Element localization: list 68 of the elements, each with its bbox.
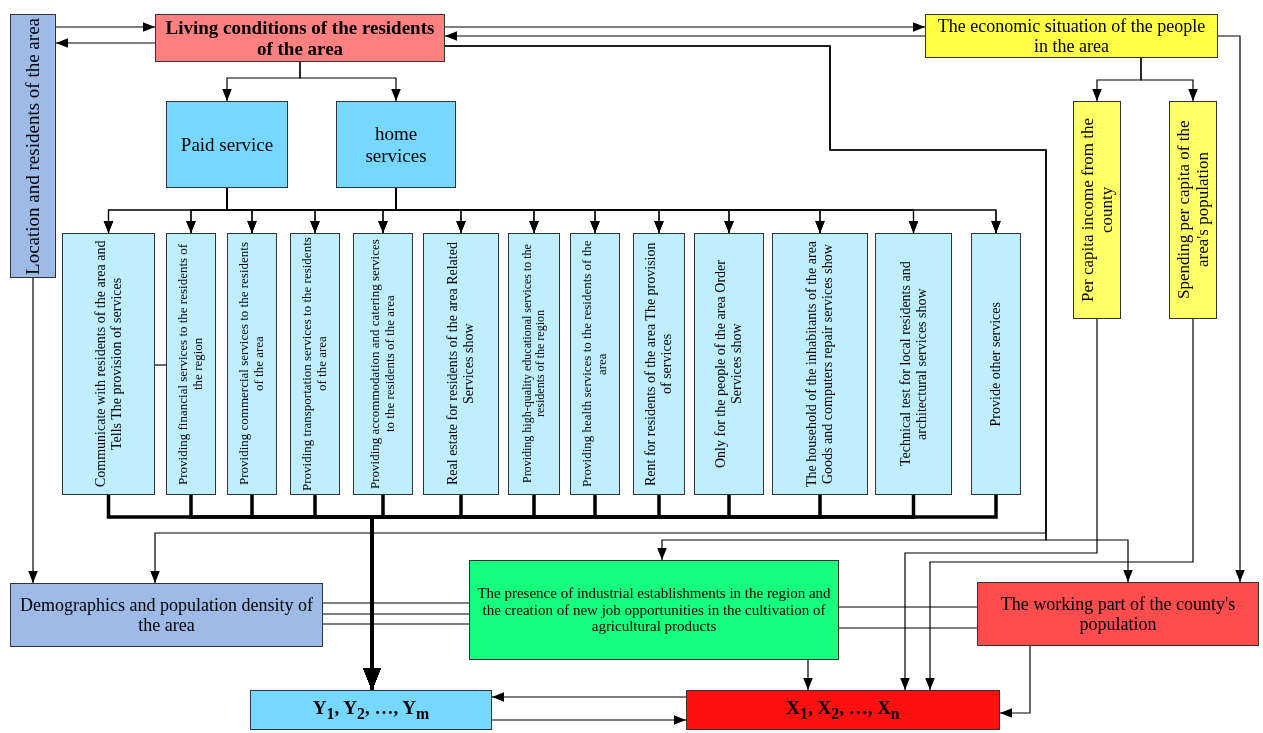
arrow (1140, 57, 1198, 102)
process-box (694, 233, 764, 495)
connector-line (322, 602, 470, 604)
box-label: Providing commercial services to the residents of the area (237, 241, 267, 488)
process-box (423, 233, 499, 495)
arrow (925, 318, 1194, 691)
process-box (250, 690, 492, 730)
box-label: The household of the inhabitants of the area Goods and computers repair services show (804, 239, 836, 490)
process-box (633, 233, 685, 495)
box-label: home services (364, 123, 428, 166)
arrow (55, 38, 156, 48)
process-box (62, 233, 155, 495)
process-box (10, 14, 56, 278)
arrow (491, 715, 687, 725)
box-label: Living conditions of the residents of the area (164, 16, 436, 60)
box-label: Rent for residents of the area The provision of services (643, 241, 675, 488)
box-label: Providing high-quality educational services to the residents of the region (520, 243, 548, 486)
box-label: Real estate for residents of the area Related Services show (445, 241, 477, 488)
box-label: Only for the people of the area Order Services show (713, 259, 745, 470)
arrow (299, 61, 401, 102)
box-label: Demographics and population density of the area (19, 594, 314, 636)
process-box (10, 583, 323, 647)
box-label: Providing financial services to the residents of the region (176, 242, 206, 487)
process-box (772, 233, 868, 495)
arrow (444, 45, 1133, 583)
arrow (900, 318, 1098, 691)
arrow (803, 659, 813, 691)
box-label: Paid service (179, 133, 275, 156)
process-box (971, 233, 1021, 495)
connector-line (322, 623, 470, 625)
connector-line (838, 627, 978, 629)
process-box (977, 582, 1259, 646)
box-label: Providing health services to the residents of the area (580, 239, 610, 490)
connector-line (154, 364, 167, 366)
process-box (166, 101, 288, 188)
process-box (1169, 101, 1217, 319)
box-label: Technical test for local residents and architectural services show (897, 260, 930, 469)
process-box (508, 233, 560, 495)
connector-line (322, 613, 470, 615)
process-box (686, 690, 1000, 730)
box-label: The working part of the county's population (999, 593, 1237, 635)
arrow (1217, 35, 1245, 583)
process-box (227, 233, 277, 495)
box-label: Provide other services (988, 300, 1004, 429)
box-label: Per capita income from the county (1077, 116, 1117, 305)
box-label: Providing transportation services to the residents of the area (300, 236, 330, 493)
arrow (999, 645, 1031, 718)
box-label: Location and residents of the area (22, 16, 44, 277)
box-label: The economic situation of the people in the area (936, 15, 1207, 57)
arrow (28, 277, 38, 584)
process-box (570, 233, 620, 495)
arrow (444, 31, 926, 41)
process-box (290, 233, 340, 495)
process-box (469, 560, 839, 660)
box-label: Y$_{1}$, Y$_{2}$, …, Y$_{m}$ (311, 697, 431, 723)
process-box (166, 233, 216, 495)
process-box (336, 101, 456, 188)
process-box (353, 233, 413, 495)
connector-line (838, 606, 978, 608)
box-label: Communicate with residents of the area and Tells The provision of services (92, 239, 125, 490)
process-box (1073, 101, 1121, 319)
arrow (444, 22, 926, 32)
arrow (491, 692, 687, 702)
arrow (55, 22, 156, 32)
process-box (875, 233, 952, 495)
box-label: Providing accommodation and catering services to the residents of the area (368, 238, 398, 491)
box-label: The presence of industrial establishments in the region and the creation of new job opportunities in the cultivation of agricultural products (476, 584, 832, 636)
box-label: X$_{1}$, X$_{2}$, …, X$_{n}$ (785, 697, 901, 723)
